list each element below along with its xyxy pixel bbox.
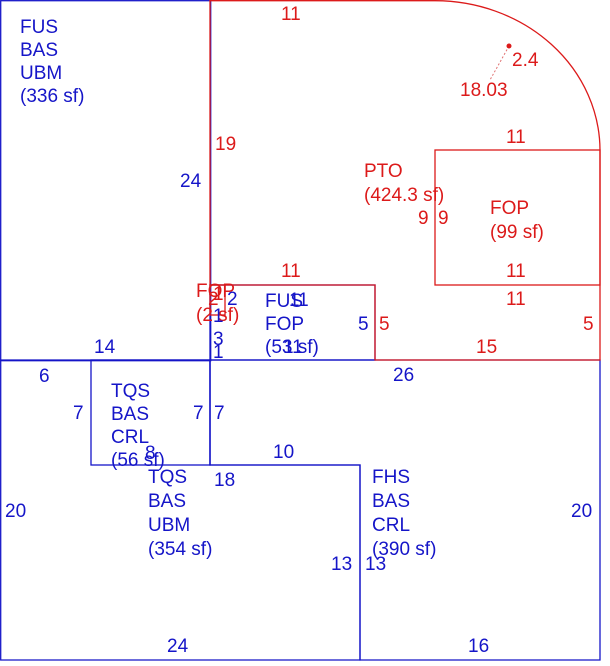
dim-fop-2a: 2 <box>208 289 219 310</box>
dim-14: 14 <box>94 337 116 358</box>
area-fop-right: FOP (99 sf) <box>490 198 544 243</box>
dim-fus-11b: 11 <box>283 337 303 358</box>
dim-18: 18 <box>214 470 235 491</box>
area-tqs-bas-crl: TQS BAS CRL (56 sf) <box>111 381 165 471</box>
dim-7b: 7 <box>193 403 204 424</box>
dim-top-11: 11 <box>281 4 301 25</box>
area-fus-fop: FUS FOP (53 sf) <box>265 291 319 358</box>
arc-chord-dotted <box>489 45 510 81</box>
dim-fop-1a: 1 <box>213 284 224 305</box>
dim-fus-top-11: 11 <box>281 261 301 282</box>
arc-point-marker <box>506 43 512 49</box>
dim-11-right: 11 <box>506 289 526 310</box>
dim-fop-1b: 1 <box>213 306 224 327</box>
dim-fop-2b: 2 <box>227 289 238 310</box>
dim-13b: 13 <box>365 554 386 575</box>
dim-20-left: 20 <box>5 501 26 522</box>
dim-8: 8 <box>145 443 156 464</box>
dim-arc-2-4: 2.4 <box>512 50 539 71</box>
dim-24-left: 24 <box>180 171 202 192</box>
dim-arc-18-03: 18.03 <box>460 80 508 101</box>
dim-fus-11: 11 <box>289 290 309 311</box>
dim-9b: 9 <box>438 208 449 229</box>
area-fop-small: FOP (2 sf) <box>196 281 240 326</box>
pto-outline <box>209 0 601 361</box>
dim-13a: 13 <box>331 554 352 575</box>
dim-7a: 7 <box>73 403 84 424</box>
area-labels: FUS BAS UBM (336 sf) PTO (424.3 sf) FOP … <box>20 17 544 560</box>
dim-fop-bottom-11: 11 <box>506 261 526 282</box>
area-fus-bas-ubm: FUS BAS UBM (336 sf) <box>20 17 84 107</box>
dim-9a: 9 <box>418 208 429 229</box>
dim-1-blue: 1 <box>213 342 224 363</box>
fop-small-outline <box>209 284 226 316</box>
area-tqs-bas-ubm: TQS BAS UBM (354 sf) <box>148 467 212 560</box>
dim-7c: 7 <box>214 403 225 424</box>
dim-5-right: 5 <box>583 314 594 335</box>
dim-26: 26 <box>393 365 414 386</box>
fop-right-outline <box>434 149 601 286</box>
dim-5-red: 5 <box>379 314 390 335</box>
dim-fop-top-11: 11 <box>506 127 526 148</box>
area-fhs-bas-crl: FHS BAS CRL (390 sf) <box>372 467 436 560</box>
dim-20-right: 20 <box>571 501 592 522</box>
dim-24-bottom: 24 <box>167 636 189 657</box>
dim-3-blue: 3 <box>213 329 224 350</box>
red-outlines <box>209 0 601 361</box>
dim-6: 6 <box>39 366 50 387</box>
dim-10: 10 <box>273 442 294 463</box>
dim-15: 15 <box>476 337 497 358</box>
dim-16: 16 <box>468 636 489 657</box>
dim-19: 19 <box>215 134 236 155</box>
fus-bas-ubm-outline <box>0 0 212 362</box>
dimension-labels: 11 2.4 18.03 19 24 11 9 9 11 11 11 5 2 2… <box>5 4 594 657</box>
area-pto: PTO (424.3 sf) <box>364 161 444 206</box>
dim-5-blue: 5 <box>358 314 369 335</box>
